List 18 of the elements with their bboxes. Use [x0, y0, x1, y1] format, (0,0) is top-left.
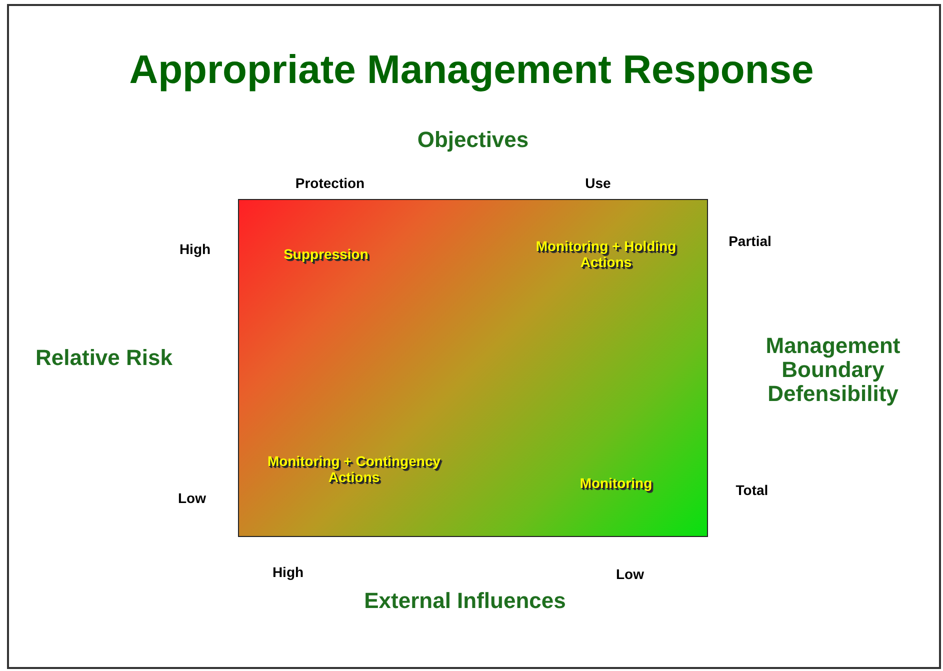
- axis-label: Use: [584, 175, 612, 191]
- quadrant-label: Monitoring + Contingency Actions: [266, 453, 442, 485]
- title: Appropriate Management Response: [128, 48, 815, 93]
- quadrant-label: Monitoring: [578, 475, 654, 491]
- quadrant-label: Suppression: [282, 246, 370, 262]
- axis-label: High: [271, 564, 305, 580]
- axis-label: Low: [615, 566, 645, 582]
- axis-label: Partial: [728, 233, 772, 249]
- quadrant-grid: [238, 199, 708, 537]
- quadrant-label: Monitoring + Holding Actions: [534, 238, 678, 270]
- axis-title: Objectives: [416, 128, 530, 152]
- axis-label: Total: [734, 482, 770, 498]
- axis-label: Low: [177, 490, 207, 506]
- axis-title: External Influences: [363, 589, 567, 613]
- axis-title: Relative Risk: [34, 346, 174, 370]
- axis-title: Management Boundary Defensibility: [764, 334, 902, 406]
- axis-label: High: [178, 241, 212, 257]
- axis-label: Protection: [294, 175, 366, 191]
